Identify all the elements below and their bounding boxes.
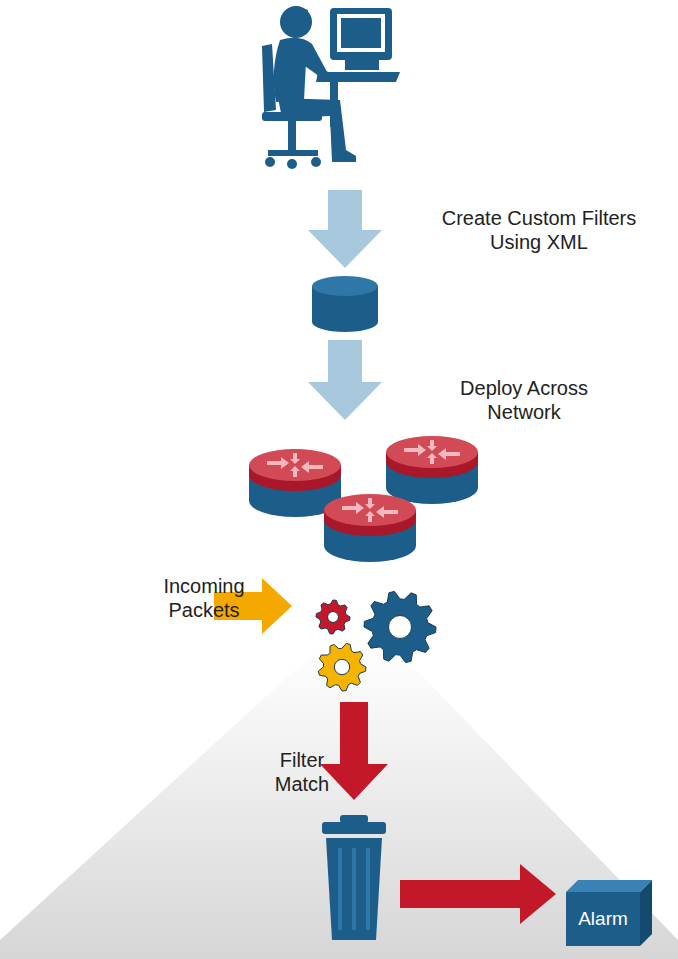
background-cone [0,645,678,959]
flow-arrow [308,190,382,268]
box-text: Alarm [578,908,628,930]
flow-arrow [308,340,382,420]
router-symbols [249,436,478,562]
user-figure [262,6,400,169]
step-label: Incoming Packets [152,574,256,622]
alarm-box: Alarm [566,892,640,946]
step-label: Deploy Across Network [444,376,604,424]
gear-symbols [316,591,436,691]
trash-can [322,815,386,940]
match-arrow [320,702,388,800]
step-label: Create Custom Filters Using XML [428,206,650,254]
alarm-arrow [400,864,556,924]
database-symbol [312,276,378,332]
alarm-box-3d [566,880,652,946]
step-label: Filter Match [264,748,340,796]
